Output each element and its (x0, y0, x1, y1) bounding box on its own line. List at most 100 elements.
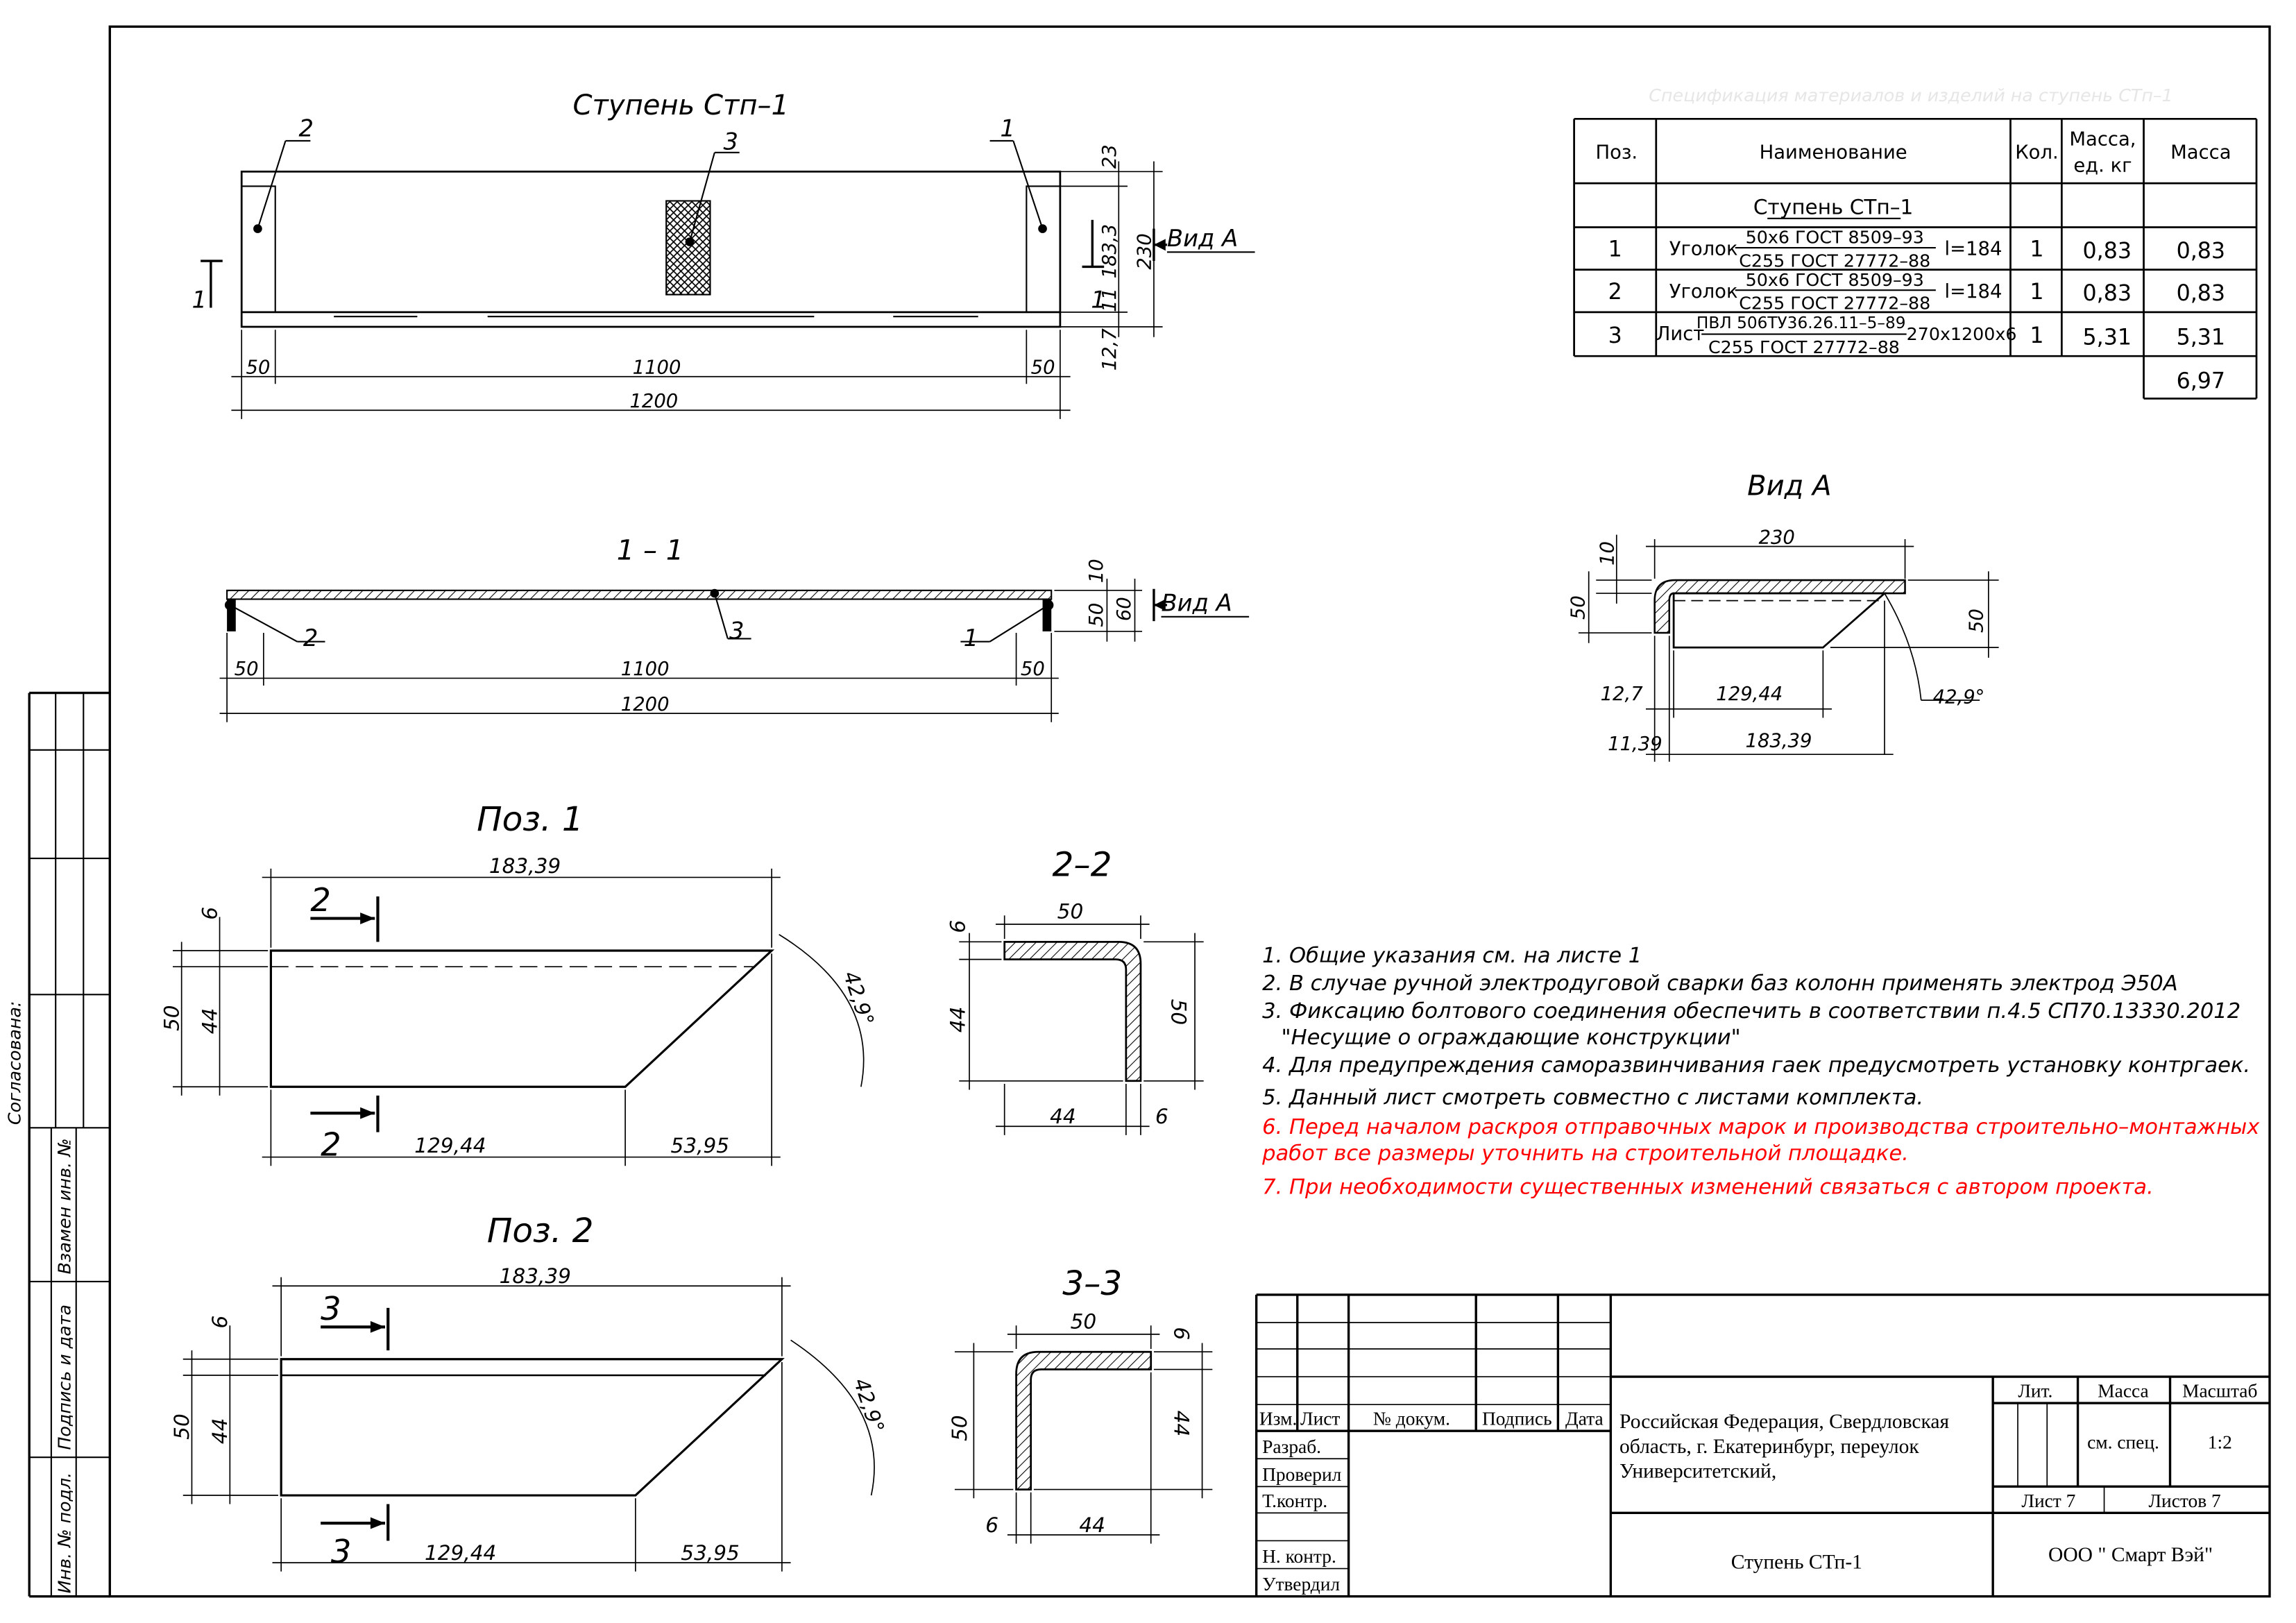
svg-text:270х1200х6: 270х1200х6 (1907, 323, 2017, 344)
tb-h-sign: Подпись (1482, 1409, 1552, 1429)
s2-dim-top: 50 (1057, 900, 1084, 924)
s1-dim-50-left: 50 (235, 658, 259, 680)
pos-1: Поз. 1 2 2 183,39 6 50 44 129,44 53,95 (160, 800, 878, 1166)
view-a-angle (1653, 579, 1906, 634)
svg-text:3: 3 (1608, 323, 1622, 348)
svg-text:50х6 ГОСТ 8509–93: 50х6 ГОСТ 8509–93 (1746, 269, 1924, 290)
tb-address-1: Российская Федерация, Свердловская (1619, 1411, 1949, 1433)
pos1-dim-50: 50 (160, 1005, 183, 1031)
callout-3: 3 (724, 128, 738, 155)
svg-text:С255 ГОСТ 27772–88: С255 ГОСТ 27772–88 (1739, 250, 1930, 271)
pos2-dim-bottom-right: 53,95 (681, 1541, 740, 1565)
pos1-dim-bottom-right: 53,95 (671, 1134, 730, 1157)
svg-text:Лист: Лист (1656, 323, 1705, 345)
spec-group: Ступень СТп–1 (1753, 195, 1913, 219)
spec-h-pos: Поз. (1595, 142, 1638, 163)
pos2-dim-top: 183,39 (500, 1264, 571, 1288)
pos1-title: Поз. 1 (477, 800, 584, 839)
spec-row: 2 Уголок 50х6 ГОСТ 8509–93 С255 ГОСТ 277… (1608, 269, 2225, 314)
s1-dim-60: 60 (1114, 597, 1135, 621)
spec-row: 1 Уголок 50х6 ГОСТ 8509–93 С255 ГОСТ 277… (1608, 227, 2225, 271)
spec-h-unit2: ед. кг (2073, 155, 2132, 176)
tb-h-doc: № докум. (1373, 1409, 1450, 1429)
section-2-2-title: 2–2 (1053, 845, 1112, 884)
va-dim-11-39: 11,39 (1608, 733, 1663, 755)
spec-h-mass: Масса (2170, 142, 2231, 163)
pos2-cut-top: 3 (321, 1290, 341, 1327)
va-dim-50-left: 50 (1567, 595, 1589, 620)
section-3-3-title: 3–3 (1062, 1264, 1122, 1303)
s1-callout-3: 3 (729, 617, 744, 644)
callout-2: 2 (299, 115, 314, 142)
s3-dim-top: 50 (1071, 1309, 1097, 1333)
step-view-title: Ступень Стп–1 (573, 90, 790, 121)
svg-text:0,83: 0,83 (2177, 239, 2225, 264)
section-plate (226, 589, 1053, 600)
spec-h-qty: Кол. (2015, 142, 2059, 163)
pos1-cut-top: 2 (310, 881, 331, 919)
s1-callout-2: 2 (303, 624, 318, 652)
tb-address-3: Университетский, (1619, 1461, 1776, 1483)
svg-text:Уголок: Уголок (1669, 239, 1738, 260)
tb-mass-label: Масса (2098, 1381, 2148, 1402)
svg-text:Уголок: Уголок (1669, 281, 1738, 303)
svg-text:2: 2 (1608, 280, 1622, 305)
pos2-dim-50: 50 (170, 1413, 194, 1440)
va-dim-183-39: 183,39 (1746, 731, 1812, 752)
note-1: 1. Общие указания см. на листе 1 (1262, 944, 1642, 968)
pos2-outline (280, 1358, 785, 1497)
tb-scale-label: Масштаб (2182, 1381, 2257, 1402)
tb-role-ncontr: Н. контр. (1262, 1546, 1336, 1567)
notes: 1. Общие указания см. на листе 1 2. В сл… (1261, 944, 2260, 1199)
s2-dim-6-bottom: 6 (1155, 1105, 1168, 1128)
s1-view-a-label: Вид А (1161, 589, 1232, 616)
tb-address-2: область, г. Екатеринбург, переулок (1619, 1436, 1919, 1458)
tb-sheets: Листов 7 (2148, 1490, 2220, 1511)
tb-h-list: Лист (1300, 1409, 1340, 1429)
inv-orig-label: Инв. № подл. (53, 1472, 74, 1594)
s1-callout-1: 1 (964, 624, 978, 652)
tb-role-dev: Разраб. (1262, 1436, 1321, 1457)
note-6-cont: работ все размеры уточнить на строительн… (1261, 1141, 1909, 1166)
section-3-3: 3–3 50 6 50 44 6 44 (948, 1264, 1213, 1544)
svg-text:l=184: l=184 (1945, 239, 2002, 260)
note-3-cont: "Несущие о ограждающие конструкции" (1282, 1026, 1741, 1050)
spec-h-name: Наименование (1760, 142, 1907, 163)
dim-50-right: 50 (1031, 357, 1055, 379)
pos1-cut-bottom: 2 (321, 1125, 341, 1163)
svg-text:0,83: 0,83 (2083, 281, 2132, 306)
svg-text:5,31: 5,31 (2083, 325, 2132, 350)
tb-h-izm: Изм. (1259, 1409, 1297, 1429)
side-stamp (29, 692, 110, 1597)
pos2-dim-44: 44 (208, 1418, 232, 1445)
va-dim-12-7: 12,7 (1601, 683, 1644, 705)
view-a: Вид А 230 10 50 50 12,7 129,4 (1567, 470, 1999, 762)
pos1-angle: 42,9° (839, 968, 878, 1028)
note-6: 6. Перед началом раскроя отправочных мар… (1262, 1115, 2260, 1139)
svg-text:1: 1 (2030, 323, 2043, 348)
spec-row: 3 Лист ПВЛ 506ТУ36.26.11–5–89 С255 ГОСТ … (1608, 314, 2225, 357)
s2-dim-44-left: 44 (946, 1007, 970, 1033)
sheet-frame (108, 25, 2271, 1598)
svg-text:1: 1 (2030, 280, 2043, 305)
agreed-label: Согласована: (4, 1001, 25, 1125)
spec-table: Спецификация материалов и изделий на сту… (1573, 85, 2258, 400)
s3-dim-44-right: 44 (1169, 1411, 1193, 1437)
va-dim-129-44: 129,44 (1716, 683, 1783, 705)
s1-dim-50-right: 50 (1021, 658, 1045, 680)
dim-50-left: 50 (246, 357, 271, 379)
title-block: Изм. Лист № докум. Подпись Дата Разраб. … (1255, 1293, 2270, 1597)
cut-1-left: 1 (192, 287, 206, 314)
tb-role-approve: Утвердил (1262, 1574, 1340, 1595)
tb-company: ООО " Смарт Вэй" (2048, 1544, 2213, 1566)
pos2-cut-bottom: 3 (331, 1533, 352, 1570)
section-2-2-profile (1003, 940, 1142, 1082)
note-7: 7. При необходимости существенных измене… (1262, 1175, 2154, 1199)
svg-text:0,83: 0,83 (2083, 239, 2132, 264)
s2-dim-bottom: 44 (1050, 1105, 1076, 1128)
dim-1200: 1200 (629, 391, 678, 412)
pos-2: Поз. 2 3 3 183,39 6 50 44 129,44 53,95 (170, 1212, 889, 1572)
pos2-title: Поз. 2 (487, 1212, 594, 1250)
pos1-dim-bottom-left: 129,44 (414, 1134, 486, 1157)
va-dim-50-right: 50 (1966, 609, 1987, 633)
